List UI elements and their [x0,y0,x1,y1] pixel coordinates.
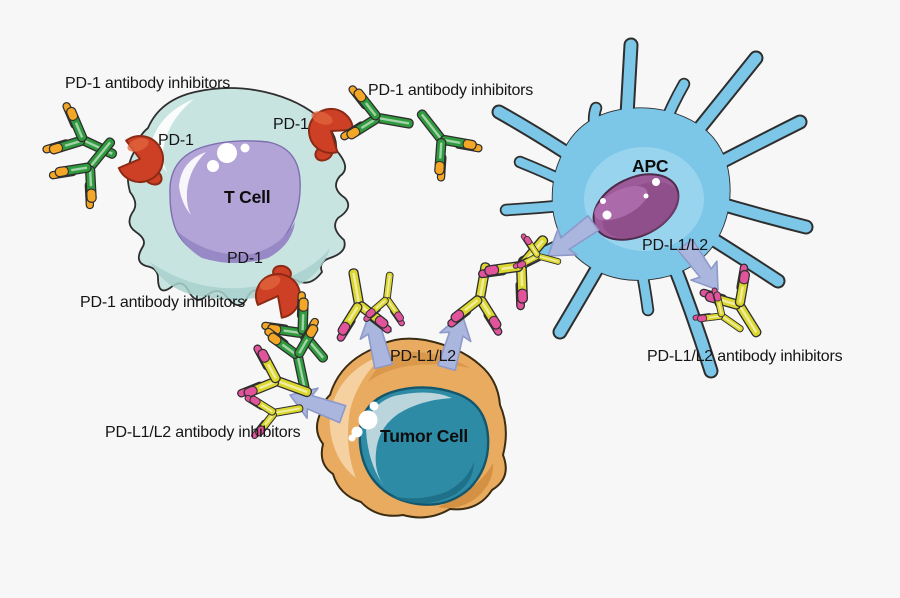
label-pd1-inhibitors-top-middle: PD-1 antibody inhibitors [368,82,533,99]
label-tumor-cell: Tumor Cell [380,426,468,446]
pd1-receptor-top-right [308,107,354,162]
pd1-receptor-top-left [117,135,164,186]
label-pd1-bottom: PD-1 [227,250,263,267]
pd1-receptor-bottom [255,264,302,319]
label-t-cell: T Cell [224,187,270,207]
label-pd1-inhibitors-left: PD-1 antibody inhibitors [80,294,245,311]
tumor-bubble [351,426,363,438]
label-pd1-inhibitors-top-left: PD-1 antibody inhibitors [65,75,230,92]
tumor-highlight [329,354,385,478]
apc-body-bubble [602,210,612,220]
label-pd1-top-left: PD-1 [158,132,194,149]
apc-cell [491,37,814,379]
tumor-bubble [369,401,379,411]
tumor-bubble [358,410,378,430]
label-pd1-top-right: PD-1 [273,116,309,133]
t-cell [126,87,350,306]
label-pdl1l2-inhibitors-right: PD-L1/L2 antibody inhibitors [647,348,843,365]
tumor-cell [316,337,507,519]
apc-body-bubble [600,198,606,204]
tumor-nucleus [358,386,490,506]
apc-nucleus-bubble [643,193,649,199]
label-pdl1l2-inhibitors-left: PD-L1/L2 antibody inhibitors [105,424,301,441]
label-pdl1l2-tumor: PD-L1/L2 [390,348,456,365]
tumor-shade [438,463,494,509]
label-pdl1l2-apc: PD-L1/L2 [642,237,708,254]
label-apc: APC [632,156,669,176]
tumor-bubble [348,434,356,442]
apc-nucleus-bubble [652,178,660,186]
t-cell-nucleus [169,140,301,263]
